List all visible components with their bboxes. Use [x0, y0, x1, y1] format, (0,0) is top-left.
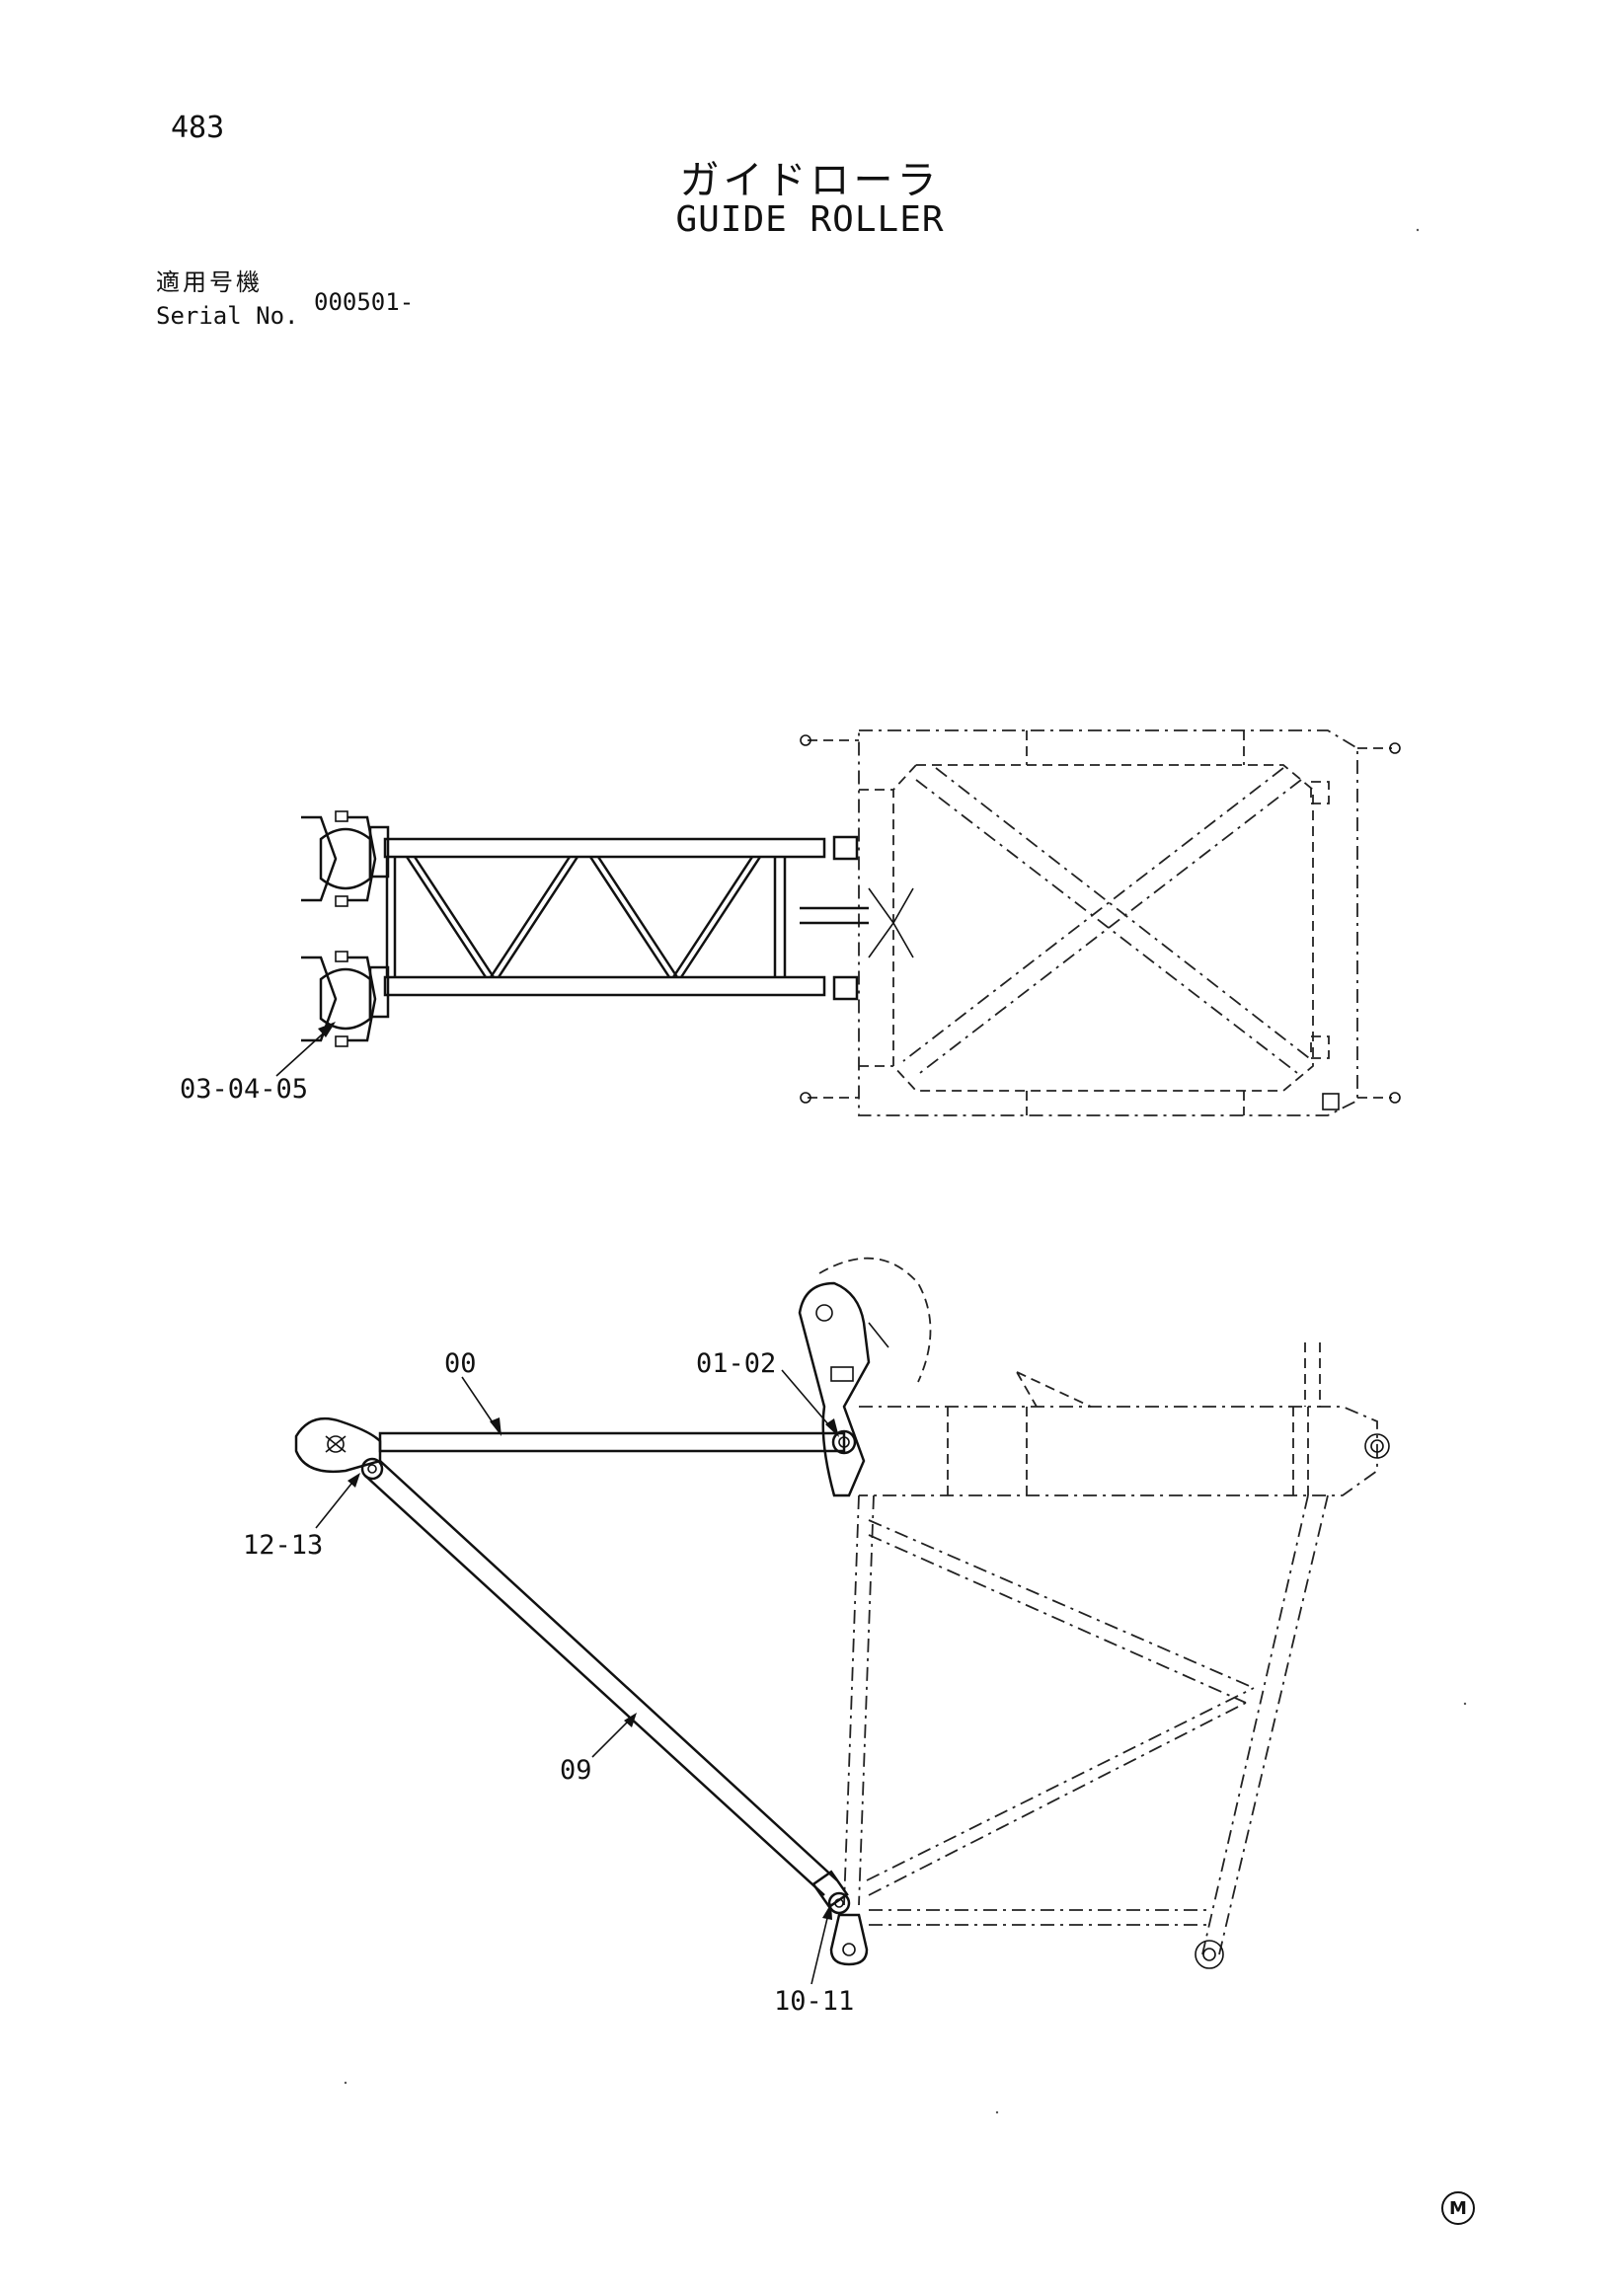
callout-01-02: 01-02: [696, 1348, 777, 1379]
page-title-japanese: ガイドローラ: [679, 158, 941, 203]
page-title: GUIDE ROLLER: [675, 199, 945, 240]
serial-label: Serial No.: [156, 302, 299, 330]
callout-00: 00: [444, 1348, 477, 1379]
scan-speck: [1416, 228, 1420, 232]
leader-03-04-05: [275, 1022, 336, 1077]
scan-speck: [344, 2081, 347, 2085]
callout-10-11: 10-11: [774, 1986, 855, 2017]
serial-number-value: 000501-: [314, 288, 415, 316]
scan-speck: [1463, 1702, 1467, 1706]
top-view-drawing: [301, 729, 1401, 1116]
leader-00: [461, 1376, 501, 1436]
scan-speck: [995, 2110, 999, 2114]
callout-12-13: 12-13: [243, 1530, 324, 1561]
leader-09: [591, 1713, 637, 1758]
manufacturer-mark: M: [1441, 2191, 1475, 2225]
callout-09: 09: [560, 1755, 592, 1786]
side-view-drawing: [294, 1257, 1390, 1969]
page-number: 483: [171, 111, 225, 145]
leader-10-11: [810, 1903, 832, 1985]
serial-label-japanese: 適用号機: [156, 268, 263, 296]
callout-03-04-05: 03-04-05: [180, 1074, 309, 1105]
leader-01-02: [781, 1369, 839, 1437]
leader-12-13: [315, 1473, 360, 1529]
